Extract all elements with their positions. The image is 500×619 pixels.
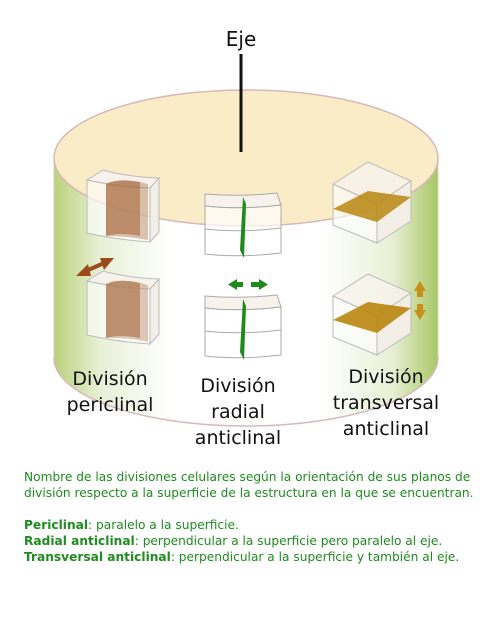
periclinal-plane (106, 180, 140, 236)
label-transversal: División transversal anticlinal (326, 364, 446, 442)
definition-radial: : perpendicular a la superficie pero par… (134, 534, 443, 548)
periclinal-arrow (76, 258, 114, 276)
definition-transversal: : perpendicular a la superficie y tambié… (170, 550, 460, 564)
transversal-cube-bottom (331, 273, 413, 356)
label-periclinal: División periclinal (50, 366, 170, 418)
periclinal-cube-bottom (85, 270, 161, 346)
periclinal-cube-top (85, 169, 161, 244)
caption-definition-transversal: Transversal anticlinal: perpendicular a … (24, 549, 494, 565)
label-periclinal-line1: División (72, 368, 148, 390)
caption-definition-radial: Radial anticlinal: perpendicular a la su… (24, 533, 494, 549)
label-periclinal-line2: periclinal (66, 394, 154, 416)
definition-periclinal: : paralelo a la superficie. (88, 518, 239, 532)
radial-cube-bottom (204, 294, 282, 360)
label-transversal-line3: anticlinal (342, 418, 430, 440)
radial-plane (240, 197, 246, 258)
caption-intro: Nombre de las divisiones celulares según… (24, 470, 474, 500)
label-transversal-line1: División (348, 366, 424, 388)
radial-arrow (228, 279, 268, 290)
term-transversal: Transversal anticlinal (24, 550, 171, 564)
axis-label: Eje (226, 27, 257, 51)
transversal-arrow (414, 281, 426, 320)
label-radial-line3: anticlinal (194, 427, 282, 449)
cylinder-diagram: Eje (53, 27, 439, 427)
transversal-plane (333, 191, 411, 222)
label-radial-line1: División (200, 375, 276, 397)
radial-cube-top (204, 192, 282, 258)
transversal-cube-top (331, 161, 413, 244)
cylinder-bottom-edge (53, 357, 439, 427)
label-radial-line2: radial (211, 401, 265, 423)
label-radial: División radial anticlinal (178, 373, 298, 451)
caption-definition-periclinal: Periclinal: paralelo a la superficie. (24, 517, 494, 533)
caption: Nombre de las divisiones celulares según… (24, 469, 494, 565)
label-transversal-line2: transversal (332, 392, 440, 414)
term-periclinal: Periclinal (24, 518, 89, 532)
term-radial: Radial anticlinal (24, 534, 135, 548)
